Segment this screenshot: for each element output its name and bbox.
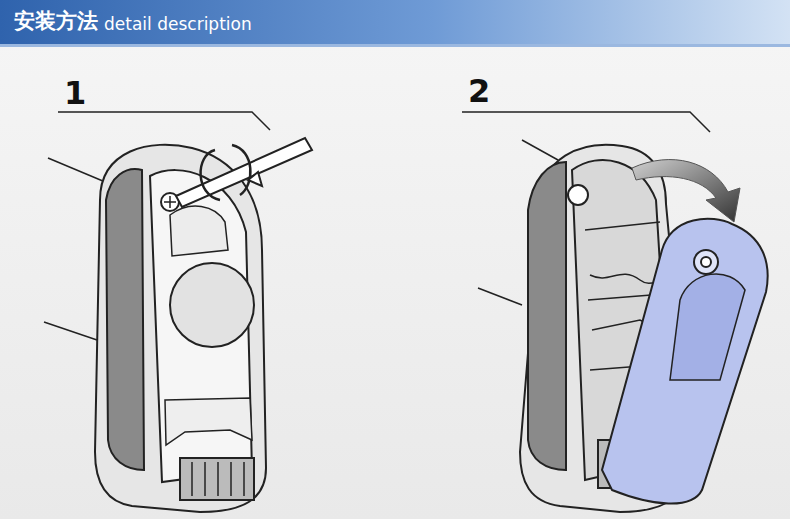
header-title: 安装方法 xyxy=(14,10,98,33)
device-closed xyxy=(95,138,312,512)
header-bar xyxy=(0,0,790,44)
device-open xyxy=(520,145,768,512)
callout-number: 1 xyxy=(64,76,86,111)
header-subtitle: detail description xyxy=(104,15,252,34)
header-rule xyxy=(0,44,790,47)
motion-arrow xyxy=(632,160,740,222)
callout-number: 2 xyxy=(468,74,490,109)
